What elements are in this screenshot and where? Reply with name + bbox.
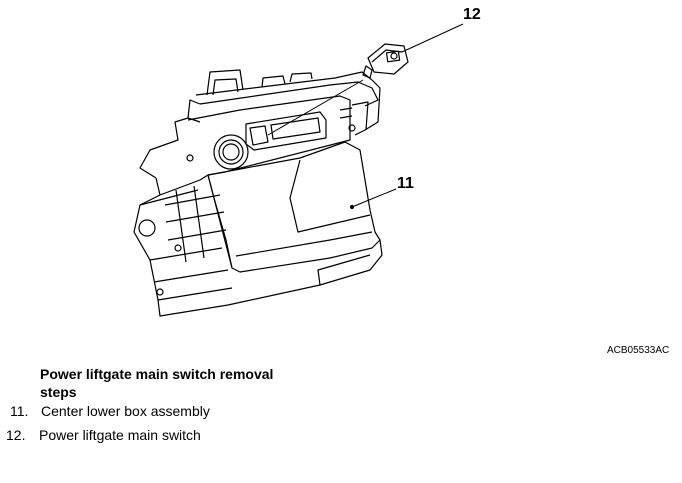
leader-line-11 xyxy=(351,188,397,208)
step-label: Center lower box assembly xyxy=(41,403,210,419)
leader-line-12-inner xyxy=(267,79,364,136)
center-lower-box-drawing xyxy=(133,69,383,317)
step-number: 12. xyxy=(6,427,26,443)
callout-label-11: 11 xyxy=(397,175,414,192)
center-lower-box-illustration xyxy=(133,23,464,317)
removal-steps-title: Power liftgate main switch removal steps xyxy=(40,366,274,400)
step-item: 11. Center lower box assembly xyxy=(10,402,210,420)
power-liftgate-switch-drawing xyxy=(362,43,409,79)
leader-line-12 xyxy=(401,23,464,53)
step-number: 11. xyxy=(10,403,29,419)
leader-dot-11 xyxy=(349,204,355,210)
callout-label-12: 12 xyxy=(463,6,481,23)
step-label: Power liftgate main switch xyxy=(39,427,201,443)
figure-code: ACB05533AC xyxy=(607,345,670,356)
step-item: 12. Power liftgate main switch xyxy=(6,426,201,444)
